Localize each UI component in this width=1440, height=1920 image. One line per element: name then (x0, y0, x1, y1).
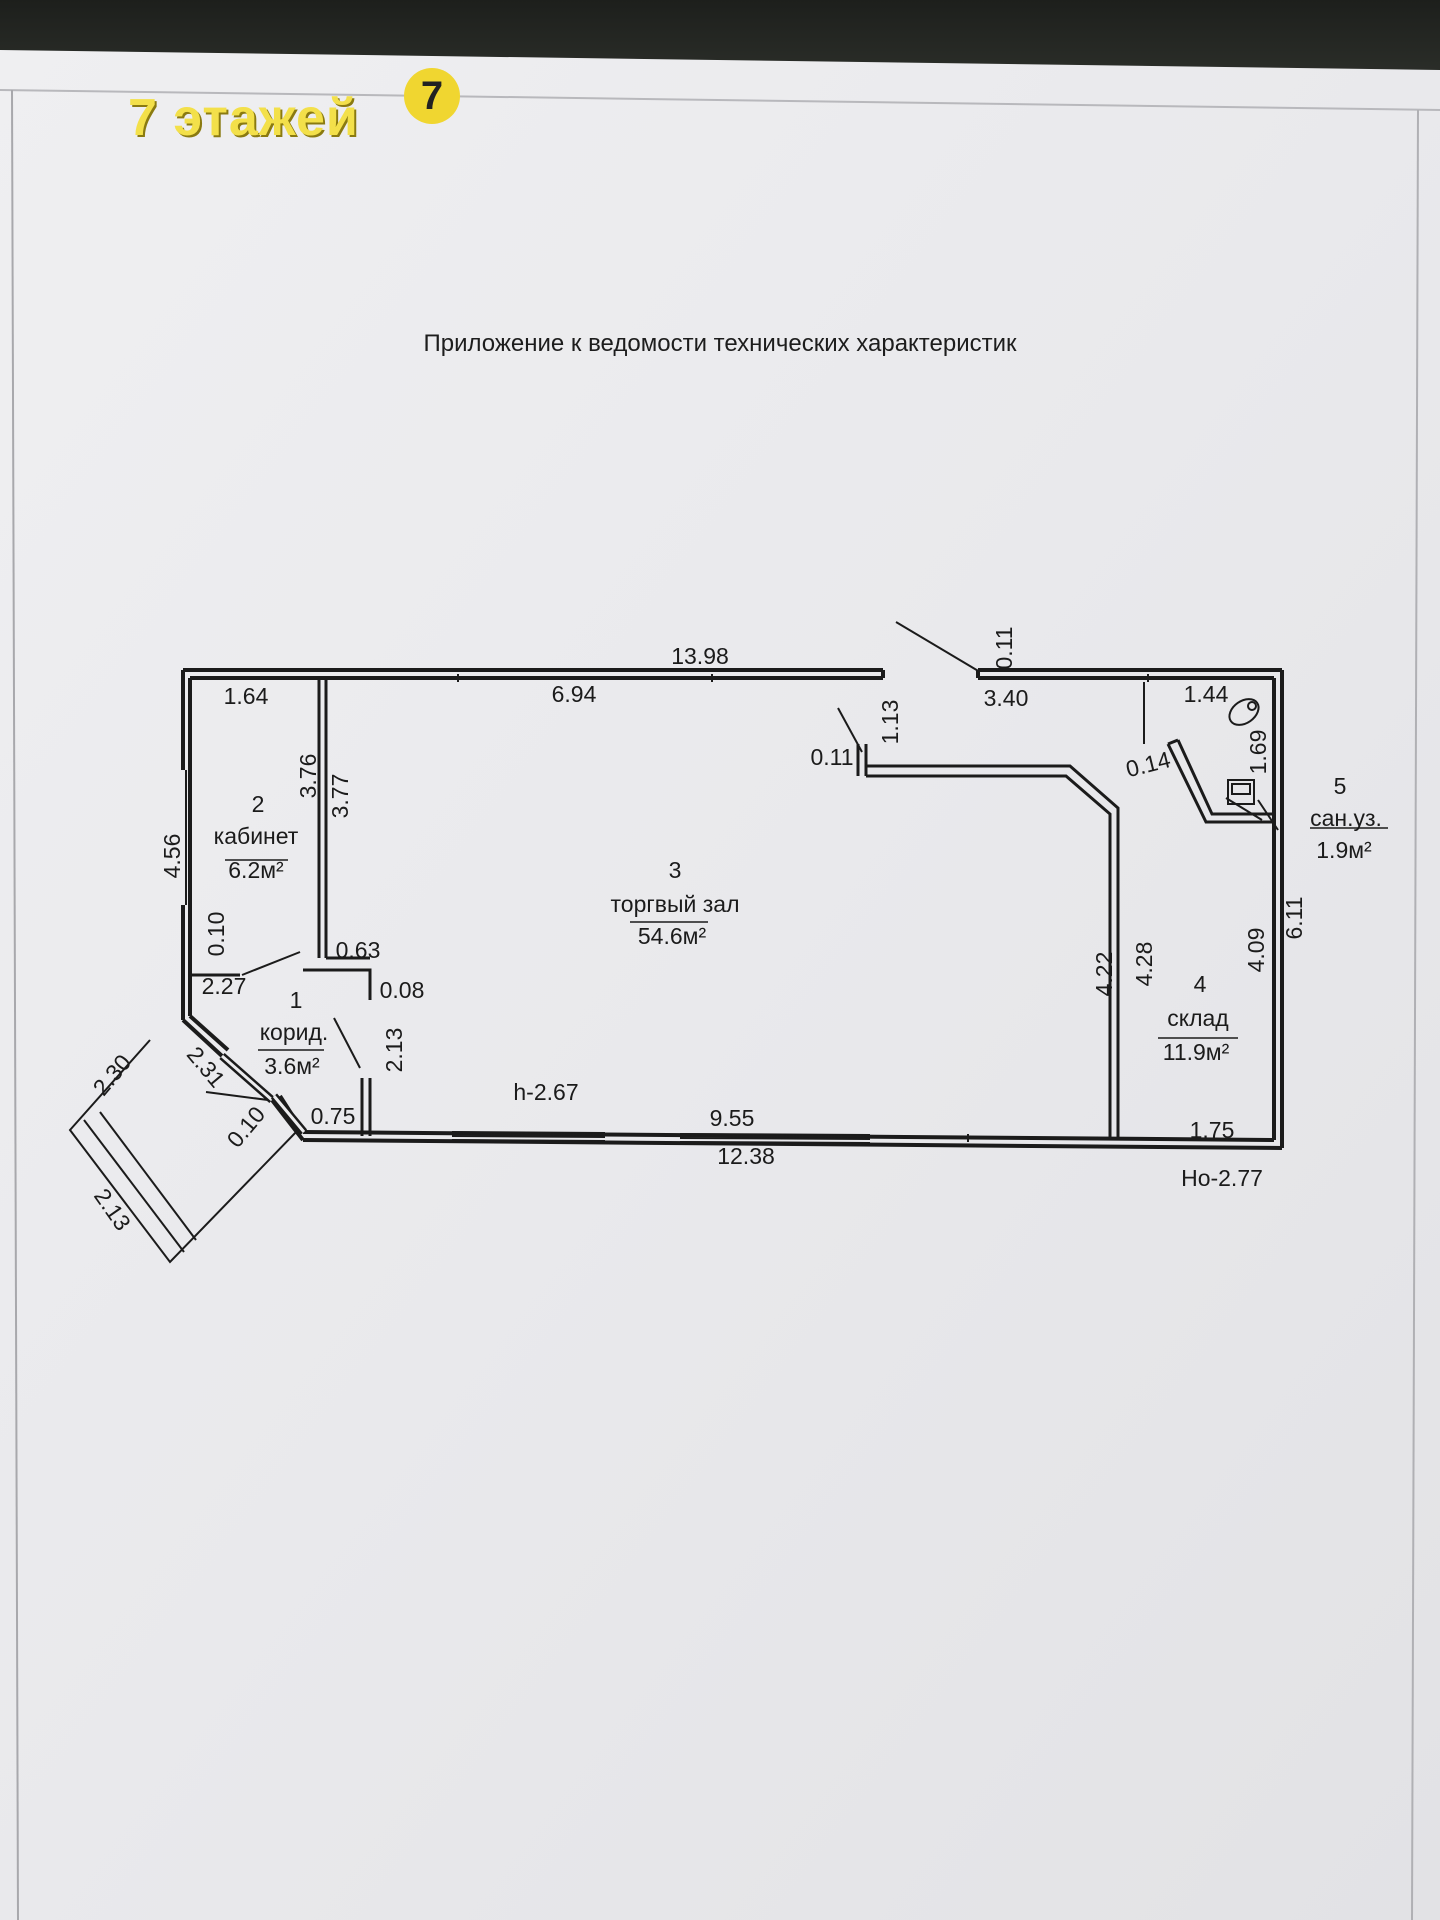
dim-1-13: 1.13 (877, 700, 903, 745)
dim-9-55: 9.55 (710, 1105, 755, 1131)
dim-4-09: 4.09 (1243, 928, 1269, 973)
dim-4-28: 4.28 (1131, 942, 1157, 987)
ceiling-height: h-2.67 (513, 1079, 578, 1105)
dim-3-77: 3.77 (327, 774, 353, 819)
dim-0-11-top: 0.11 (991, 626, 1017, 669)
room-2-area: 6.2м² (228, 857, 284, 883)
plan-labels: 2 кабинет 6.2м² 1 корид. 3.6м² 3 торгвый… (88, 626, 1382, 1235)
logo-badge-icon: 7 (404, 68, 460, 124)
room-4-name: склад (1167, 1005, 1229, 1031)
room-3-name: торгвый зал (611, 891, 740, 917)
room-4-number: 4 (1194, 971, 1207, 997)
room-1-number: 1 (290, 987, 303, 1013)
door-swings (205, 621, 1279, 1101)
dim-6-94: 6.94 (552, 681, 597, 707)
dim-4-56: 4.56 (159, 834, 185, 879)
dim-0-10-a: 0.10 (203, 912, 229, 957)
room-3-number: 3 (669, 857, 682, 883)
windows (180, 770, 871, 1144)
watermark-text: 7 этажей (128, 89, 359, 147)
dim-6-11: 6.11 (1281, 896, 1307, 939)
dim-2-13-a: 2.13 (381, 1028, 407, 1073)
room-2-number: 2 (252, 791, 265, 817)
wc-fixtures (1227, 698, 1260, 805)
dim-1-75: 1.75 (1190, 1117, 1235, 1143)
floor-plan (68, 621, 1388, 1264)
dim-13-98: 13.98 (671, 643, 729, 669)
room-2-name: кабинет (214, 823, 299, 849)
dim-4-22: 4.22 (1091, 952, 1117, 997)
document-title: Приложение к ведомости технических харак… (423, 330, 1017, 357)
room-5-area: 1.9м² (1316, 837, 1372, 863)
dim-0-11-a: 0.11 (810, 744, 853, 770)
dim-0-63: 0.63 (336, 937, 381, 963)
dim-1-69: 1.69 (1245, 730, 1271, 775)
dim-12-38: 12.38 (717, 1143, 775, 1169)
entrance-porch (68, 1039, 308, 1264)
dim-3-40: 3.40 (984, 685, 1029, 711)
dim-1-44: 1.44 (1184, 681, 1229, 707)
dim-2-27: 2.27 (202, 973, 247, 999)
room-3-area: 54.6м² (638, 923, 707, 949)
room-1-name: корид. (260, 1019, 329, 1045)
wall-ticks (457, 674, 1149, 1142)
dim-3-76: 3.76 (295, 754, 321, 799)
room-4-area: 11.9м² (1163, 1039, 1230, 1065)
dim-0-75: 0.75 (311, 1103, 356, 1129)
dim-1-64: 1.64 (224, 683, 269, 709)
room-1-area: 3.6м² (264, 1053, 320, 1079)
height-label: Ho-2.77 (1181, 1165, 1263, 1191)
dim-0-08: 0.08 (380, 977, 425, 1003)
partition-walls (190, 678, 1274, 1140)
watermark-logo: 7 этажей 7 (128, 68, 460, 158)
room-5-name: сан.уз. (1310, 805, 1382, 831)
outer-walls (181, 668, 1284, 1150)
area-underlines (225, 827, 1388, 1051)
room-5-number: 5 (1334, 773, 1347, 799)
